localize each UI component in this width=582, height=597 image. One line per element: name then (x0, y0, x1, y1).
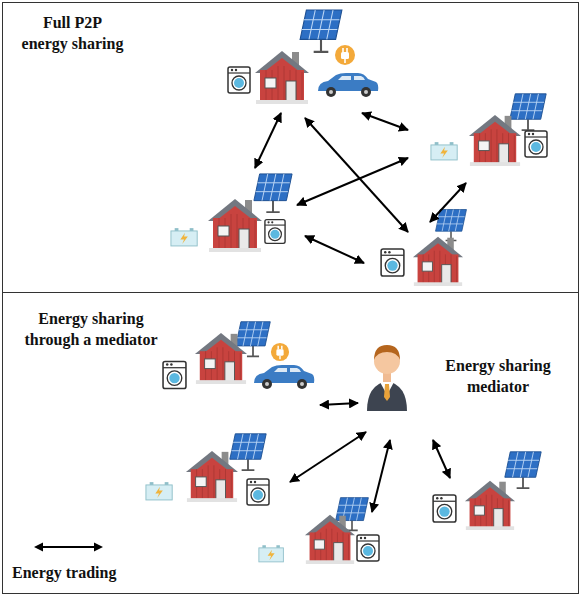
washing-machine (381, 249, 404, 276)
house (208, 199, 262, 252)
trade-arrow (290, 432, 366, 482)
washing-machine (247, 479, 269, 505)
solar-panel (510, 94, 546, 130)
panel-frame: Full P2P energy sharing (2, 2, 579, 293)
trade-arrow (372, 440, 390, 512)
panel-frame: Energy sharing through a mediatorEnergy … (2, 292, 579, 594)
trade-arrow (305, 118, 408, 232)
electric-car (254, 365, 314, 389)
solar-panel (230, 434, 266, 470)
solar-panel (505, 452, 541, 488)
solar-panel (300, 10, 342, 52)
mediator-label-box: Energy sharing mediator (434, 356, 562, 404)
battery (259, 545, 284, 562)
legend-arrow-head (34, 543, 43, 552)
trade-arrow (430, 183, 466, 222)
house (465, 481, 515, 530)
battery (146, 482, 172, 500)
trade-arrow (433, 440, 450, 478)
legend-arrow-shaft (39, 546, 98, 548)
panel-heading: Full P2P energy sharing (20, 13, 125, 55)
battery (171, 228, 197, 246)
house (469, 115, 521, 166)
solar-panel (254, 174, 292, 212)
trade-arrow (297, 158, 408, 205)
house (195, 333, 247, 384)
washing-machine (433, 495, 456, 522)
legend-arrow-sample (12, 537, 122, 557)
trade-arrow (255, 113, 281, 168)
mediator-person (367, 345, 407, 411)
legend-entry: Energy trading (12, 537, 142, 584)
charger-icon (335, 45, 355, 65)
house (305, 515, 355, 564)
charger-icon (271, 343, 289, 361)
washing-machine (525, 131, 547, 157)
trade-arrow (320, 403, 358, 405)
trade-arrow (305, 236, 364, 263)
washing-machine (163, 361, 186, 388)
legend-arrow-head (94, 543, 103, 552)
electric-car (318, 73, 378, 97)
mediator-label: Energy sharing mediator (434, 356, 562, 398)
panel-heading: Energy sharing through a mediator (21, 309, 161, 351)
washing-machine (357, 535, 379, 561)
battery (431, 142, 457, 160)
house (186, 451, 238, 502)
washing-machine (265, 220, 285, 244)
solar-panel (436, 210, 467, 241)
washing-machine (228, 67, 250, 93)
house (413, 237, 463, 286)
legend-label: Energy trading (12, 563, 142, 584)
house (255, 51, 309, 104)
trade-arrow (362, 113, 408, 130)
